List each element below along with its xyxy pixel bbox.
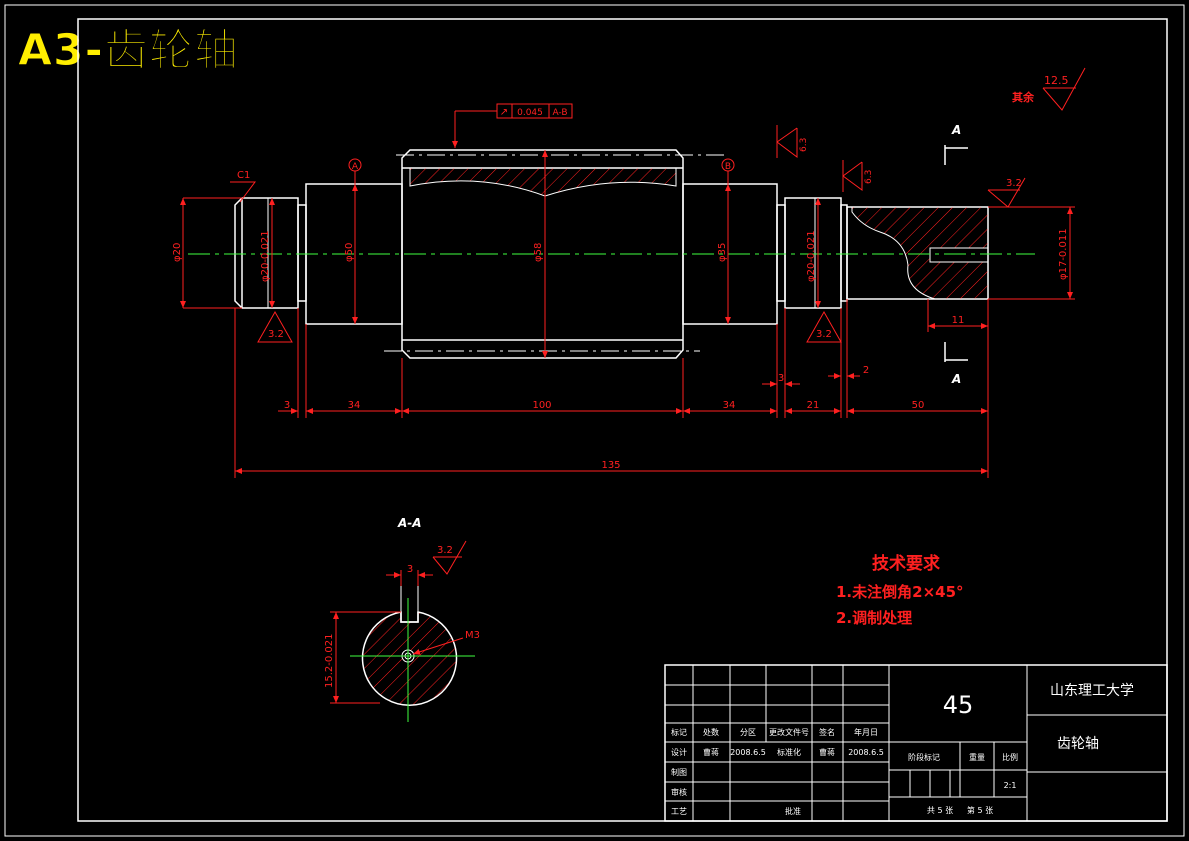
roughness-3-2-left: 3.2 [268, 329, 284, 340]
roughness-symbols [230, 67, 1086, 575]
end-section-hatch [851, 206, 989, 300]
roughness-general-label: 其余 [1012, 90, 1035, 104]
tb-scale-label: 比例 [1002, 752, 1018, 762]
section-thread: M3 [465, 630, 480, 641]
runout-tolerance-frame [452, 103, 573, 148]
section-mark-bottom: A [951, 372, 961, 386]
dim-d20-journal-left: φ20-0.021 [260, 230, 271, 282]
dim-keyway-11: 11 [952, 315, 965, 326]
dim-d17: φ17-0.011 [1058, 228, 1069, 280]
datum-a-label: A [352, 162, 359, 172]
extension-lines [234, 299, 989, 478]
tb-design-2: 2008.6.5 [730, 748, 766, 757]
chamfer-label: C1 [237, 170, 250, 181]
section-mark-top: A [951, 123, 961, 137]
outer-frame [4, 4, 1185, 837]
tb-header-4: 签名 [819, 727, 835, 737]
tolerance-datum: A-B [552, 108, 567, 118]
dim-gap-2: 2 [863, 365, 869, 376]
tb-header-2: 分区 [740, 728, 756, 737]
tb-scale-value: 2:1 [1004, 781, 1017, 790]
dim-d20-journal-right: φ20-0.021 [806, 230, 817, 282]
roughness-3-2-right: 3.2 [816, 329, 832, 340]
tb-sheet-no: 第 5 张 [967, 805, 993, 815]
tb-school: 山东理工大学 [1050, 683, 1134, 699]
tech-req-item-2: 2.调制处理 [836, 609, 912, 627]
tb-weight-label: 重量 [969, 752, 985, 762]
tb-approve: 批准 [785, 806, 801, 816]
roughness-6-3-b: 6.3 [864, 170, 874, 184]
tb-design-5: 2008.6.5 [848, 748, 884, 757]
inner-frame [77, 18, 1168, 822]
tolerance-symbol: ↗ [500, 107, 508, 118]
dim-len-34b: 34 [723, 400, 736, 411]
dim-total-135: 135 [601, 460, 620, 471]
diameter-dimensions [180, 150, 1075, 358]
roughness-general-value: 12.5 [1044, 74, 1069, 87]
dim-len-34a: 34 [348, 400, 361, 411]
tb-stage-label: 阶段标记 [908, 752, 940, 762]
section-view-aa [350, 586, 475, 722]
dim-len-3b: 3 [778, 373, 784, 384]
tb-design-3: 标准化 [777, 747, 801, 757]
gear-section-hatch [409, 167, 677, 197]
roughness-3-2-top: 3.2 [1006, 178, 1022, 189]
section-key-width: 3 [407, 564, 413, 575]
tb-header-1: 处数 [703, 727, 719, 737]
dim-d20-end: φ20 [172, 243, 183, 262]
tb-part-name: 齿轮轴 [1057, 736, 1099, 752]
dim-d58: φ58 [533, 243, 544, 262]
tb-design-1: 曹蒋 [703, 747, 719, 757]
tech-req-item-1: 1.未注倒角2×45° [836, 583, 964, 601]
tb-design-4: 曹蒋 [819, 747, 835, 757]
tb-sheets: 共 5 张 [927, 806, 953, 815]
drawing-title: A3-齿轮轴 [18, 25, 239, 77]
tb-design-0: 设计 [671, 747, 687, 757]
dim-d35: φ35 [717, 243, 728, 262]
section-depth-dim: 15.2-0.021 [324, 633, 335, 688]
tb-header-0: 标记 [671, 727, 687, 737]
tb-header-5: 年月日 [854, 727, 878, 737]
title-block-grid [664, 664, 1168, 822]
dim-len-50: 50 [912, 400, 925, 411]
roughness-3-2-section: 3.2 [437, 545, 453, 556]
tb-header-3: 更改文件号 [769, 727, 809, 737]
dim-len-100: 100 [532, 400, 551, 411]
dim-len-3: 3 [284, 400, 290, 411]
datum-a [348, 158, 362, 184]
section-view-label: A-A [397, 516, 422, 530]
dim-len-21: 21 [807, 400, 820, 411]
datum-b [721, 158, 735, 184]
tb-row-drafting: 制图 [671, 767, 687, 777]
tb-row-process: 工艺 [671, 807, 687, 816]
section-view-dims [330, 570, 464, 704]
tolerance-value: 0.045 [517, 108, 543, 118]
length-dimension-lines [235, 323, 988, 474]
section-cut-markers [944, 145, 968, 362]
tb-material: 45 [943, 691, 974, 719]
roughness-6-3-a: 6.3 [799, 138, 809, 152]
dim-d50: φ50 [344, 243, 355, 262]
datum-b-label: B [725, 162, 731, 172]
tech-req-heading: 技术要求 [872, 553, 940, 574]
tb-row-review: 审核 [671, 787, 687, 797]
